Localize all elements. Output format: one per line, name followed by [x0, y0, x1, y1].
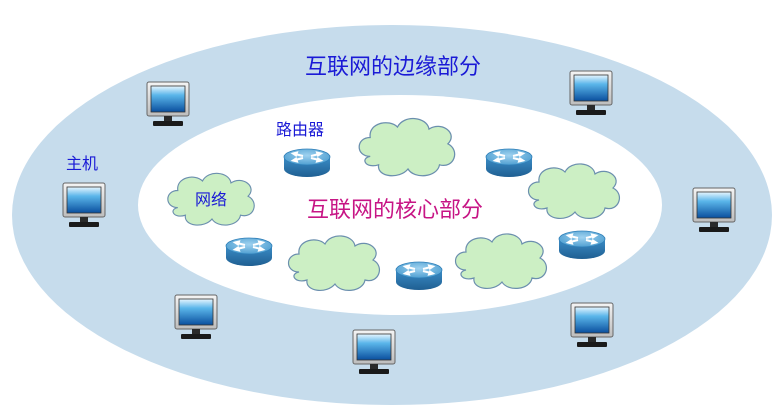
router-icon: [395, 261, 443, 291]
network-label: 网络: [195, 190, 228, 209]
router-icon: [283, 148, 331, 178]
router-icon: [485, 148, 533, 178]
host-label: 主机: [66, 154, 99, 173]
edge-region-title: 互联网的边缘部分: [305, 55, 482, 80]
core-region-title: 互联网的核心部分: [307, 198, 484, 223]
router-icon: [225, 237, 273, 267]
router-icon: [558, 230, 606, 260]
router-label: 路由器: [276, 120, 325, 139]
